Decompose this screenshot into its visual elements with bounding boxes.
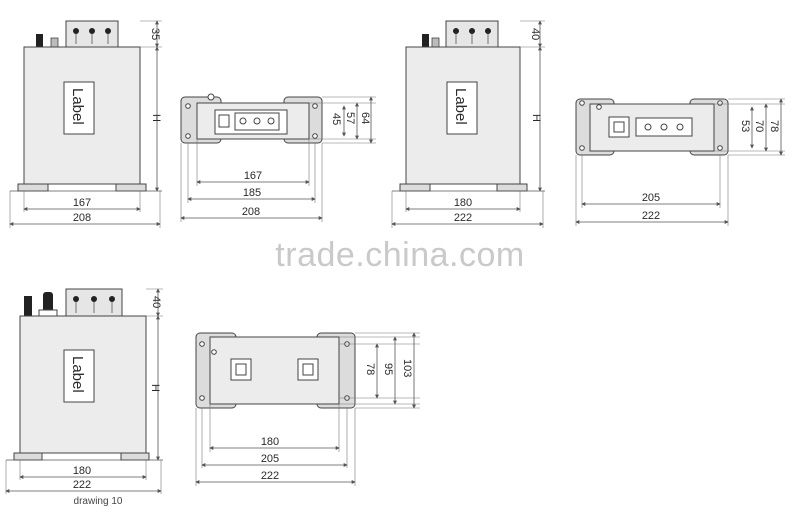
drawing-2-front-view: Label 40 H 180 222	[391, 20, 545, 228]
label-text: Label	[452, 88, 469, 125]
vent-plug	[431, 37, 440, 48]
vent-hole	[207, 93, 215, 101]
height-a-dim: 78	[364, 363, 376, 375]
height-a-dim: 45	[330, 113, 342, 125]
inner-width-dim: 180	[73, 465, 91, 477]
width-b-dim: 185	[243, 187, 261, 199]
label-plate	[446, 81, 478, 135]
height-b-dim: 57	[344, 112, 356, 124]
height-c-dim: 103	[401, 359, 413, 377]
top-plate	[209, 336, 340, 405]
vent-plug	[24, 296, 32, 316]
label-plate	[63, 81, 95, 135]
drawing-caption: drawing 10	[74, 496, 123, 507]
drawing-3-top-view: 78 95 103 180 205 222	[195, 332, 420, 486]
outer-width-dim: 222	[73, 479, 91, 491]
mounting-foot	[496, 183, 528, 192]
terminal-studs	[73, 28, 111, 44]
label-plate	[63, 349, 95, 403]
width-a-dim: 167	[244, 170, 262, 182]
outer-width-dim: 208	[73, 212, 91, 224]
drawing-3-front-view: Label 40 H 180 222 drawing 10	[5, 288, 163, 507]
height-dim: H	[530, 114, 542, 122]
width-b-dim: 205	[261, 453, 279, 465]
width-c-dim: 222	[261, 470, 279, 482]
watermark-text: trade.china.com	[275, 236, 524, 274]
terminal-height-dim: 35	[149, 28, 161, 40]
terminal-height-dim: 40	[150, 296, 162, 308]
height-b-dim: 70	[753, 120, 765, 132]
vent-plug	[36, 34, 43, 47]
drawing-1-top-view: 45 57 64 167 185 208	[180, 93, 376, 222]
mounting-foot	[17, 183, 49, 192]
mounting-foot	[120, 452, 150, 461]
height-c-dim: 78	[768, 120, 780, 132]
vent-plug	[50, 37, 59, 48]
mounting-foot	[399, 183, 431, 192]
width-a-dim: 180	[261, 436, 279, 448]
height-b-dim: 95	[382, 363, 394, 375]
width-b-dim: 222	[642, 210, 660, 222]
inner-width-dim: 167	[73, 197, 91, 209]
terminal-height-dim: 40	[529, 28, 541, 40]
drawing-2-top-view: 53 70 78 205 222	[575, 98, 785, 226]
height-dim: H	[150, 114, 162, 122]
mounting-foot	[115, 183, 147, 192]
width-c-dim: 208	[242, 206, 260, 218]
inner-width-dim: 180	[454, 197, 472, 209]
label-text: Label	[69, 88, 86, 125]
outer-width-dim: 222	[454, 212, 472, 224]
terminal-studs	[73, 296, 115, 313]
terminal-studs	[453, 28, 491, 44]
vent-plug	[422, 34, 429, 47]
vent-plug-top	[218, 114, 230, 128]
label-text: Label	[69, 356, 86, 393]
mounting-foot	[13, 452, 43, 461]
drawing-1-front-view: Label 35 H 167 208	[9, 20, 162, 228]
width-a-dim: 205	[642, 192, 660, 204]
height-dim: H	[149, 384, 161, 392]
height-c-dim: 64	[359, 112, 371, 124]
height-a-dim: 53	[739, 120, 751, 132]
